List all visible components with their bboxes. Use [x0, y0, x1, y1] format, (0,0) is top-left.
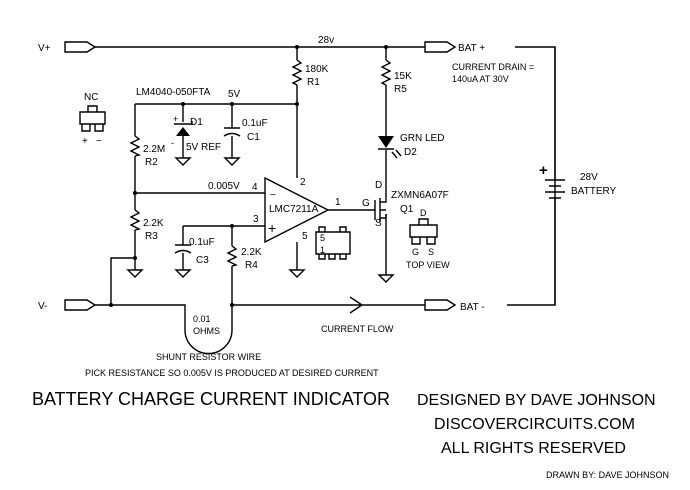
resistor-r1 — [291, 59, 303, 86]
u1-pin2: 2 — [300, 177, 306, 188]
label-vminus: V- — [38, 301, 47, 312]
u1-pkg1: 1 — [320, 245, 325, 255]
shunt-unit: OHMS — [193, 326, 220, 336]
label-rail: 28v — [318, 35, 334, 46]
c3-value: 0.1uF — [189, 237, 215, 248]
footer-rights: ALL RIGHTS RESERVED — [441, 440, 626, 457]
r1-value: 180K — [305, 64, 329, 75]
resistors — [129, 59, 392, 267]
label-fb: 0.005V — [208, 181, 240, 192]
d2-desc: GRN LED — [400, 133, 444, 144]
q1-pkg-s: S — [428, 247, 434, 257]
battery-symbol — [545, 47, 565, 305]
label-bat-plus: BAT + — [458, 43, 485, 54]
mosfet-package — [409, 218, 438, 245]
junctions — [109, 45, 388, 307]
capacitors — [174, 127, 241, 254]
q1-part: ZXMN6A07F — [391, 190, 449, 201]
r5-value: 15K — [394, 71, 412, 82]
battery-label: BATTERY — [571, 186, 617, 197]
opamp-package — [315, 226, 351, 260]
labels: V+ 28v BAT + V- BAT - 5V 0.005V 180K R1 … — [32, 35, 669, 480]
note-shunt: SHUNT RESISTOR WIRE — [156, 352, 261, 362]
r5-ref: R5 — [394, 84, 407, 95]
footer-designed: DESIGNED BY DAVE JOHNSON — [417, 392, 656, 409]
q1-top-view: TOP VIEW — [406, 260, 450, 270]
r4-ref: R4 — [245, 260, 258, 271]
led-light-icon — [378, 148, 402, 159]
note-drain1: CURRENT DRAIN = — [452, 62, 534, 72]
c3-ref: C3 — [196, 255, 209, 266]
u1-part: LMC7211A — [269, 204, 319, 215]
resistor-r3 — [129, 209, 142, 231]
nc-plus: + — [82, 136, 88, 147]
u1-pin5: 5 — [302, 231, 308, 242]
q1-pkg-d: D — [420, 208, 427, 218]
r3-ref: R3 — [145, 231, 158, 242]
zener-bar — [174, 121, 193, 125]
vplus-terminal — [64, 41, 97, 53]
q1-d: D — [375, 180, 382, 191]
d1-minus: - — [171, 138, 174, 148]
mosfet-q1 — [374, 190, 387, 222]
footer-site: DISCOVERCIRCUITS.COM — [434, 416, 635, 433]
q1-g: G — [362, 198, 370, 209]
note-current-flow: CURRENT FLOW — [321, 324, 394, 334]
d1-plus: + — [173, 114, 178, 124]
label-vplus: V+ — [38, 43, 51, 54]
c1-ref: C1 — [247, 132, 260, 143]
ground-symbols — [126, 157, 395, 283]
bat-minus-terminal — [424, 299, 457, 311]
r1-ref: R1 — [307, 77, 320, 88]
shunt-value: 0.01 — [193, 314, 211, 324]
battery-value: 28V — [580, 172, 598, 183]
footer-drawn: DRAWN BY: DAVE JOHNSON — [546, 470, 669, 480]
note-pick: PICK RESISTANCE SO 0.005V IS PRODUCED AT… — [85, 368, 379, 378]
zener-diode-d1 — [176, 127, 190, 136]
capacitor-c3 — [174, 244, 192, 254]
u1-pin3: 3 — [253, 214, 259, 225]
footer-title: BATTERY CHARGE CURRENT INDICATOR — [32, 389, 390, 409]
resistor-r4 — [226, 245, 239, 267]
label-bat-minus: BAT - — [460, 302, 485, 313]
battery-plus: + — [539, 162, 548, 179]
d1-part: LM4040-050FTA — [136, 87, 211, 98]
capacitor-c1 — [223, 127, 241, 137]
wires — [95, 46, 556, 355]
q1-s: S — [375, 218, 382, 229]
nc-package — [79, 105, 106, 132]
r2-value: 2.2M — [143, 144, 165, 155]
u1-minus: − — [270, 190, 276, 201]
nc-minus: − — [96, 136, 102, 147]
label-5v: 5V — [228, 89, 241, 100]
q1-pkg-g: G — [412, 247, 419, 257]
opamp-u1 — [264, 176, 330, 244]
u1-pin1: 1 — [335, 197, 341, 208]
d1-ref: D1 — [190, 117, 203, 128]
led-d2 — [378, 136, 394, 148]
d1-desc: 5V REF — [186, 142, 221, 153]
resistor-r5 — [380, 59, 392, 86]
d2-ref: D2 — [404, 147, 417, 158]
r3-value: 2.2K — [143, 218, 164, 229]
bat-plus-terminal — [424, 41, 457, 53]
u1-pin4: 4 — [252, 182, 258, 193]
r4-value: 2.2K — [241, 247, 262, 258]
resistor-r2 — [129, 135, 142, 157]
q1-ref: Q1 — [400, 204, 414, 215]
u1-pkg5: 5 — [320, 233, 325, 243]
note-drain2: 140uA AT 30V — [452, 74, 509, 84]
c1-value: 0.1uF — [242, 118, 268, 129]
u1-plus: + — [268, 220, 276, 236]
vminus-terminal — [64, 299, 97, 311]
r2-ref: R2 — [145, 157, 158, 168]
nc-label: NC — [84, 92, 98, 103]
